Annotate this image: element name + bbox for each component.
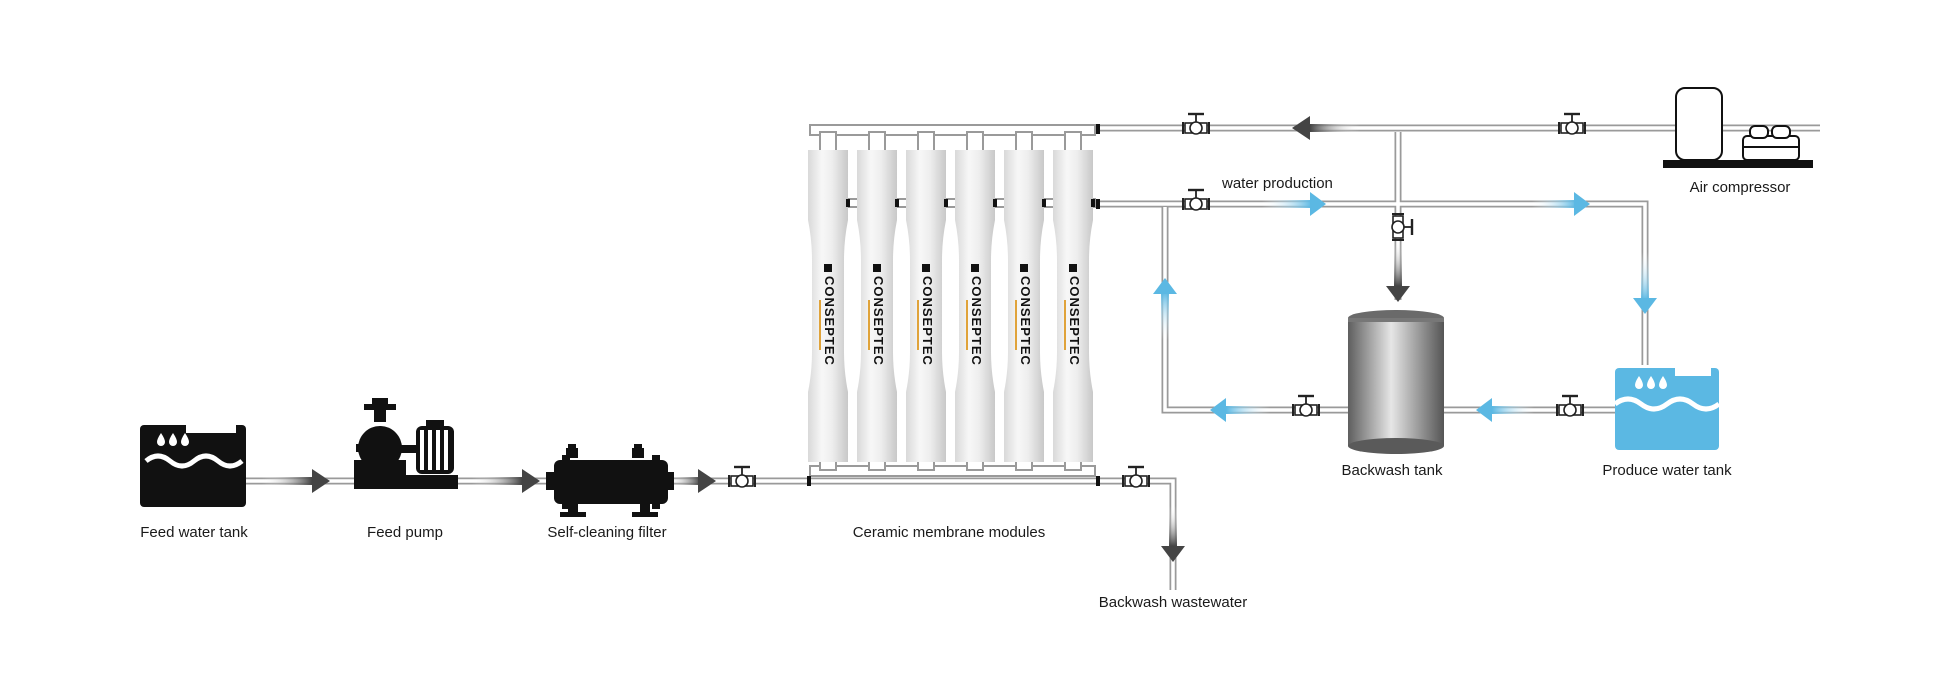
membrane-stripe xyxy=(966,300,968,350)
membrane-tube xyxy=(808,150,848,462)
arrow-bw-2 xyxy=(1210,398,1270,422)
membrane-permeate-port xyxy=(895,199,899,207)
membrane-tube xyxy=(1053,150,1093,462)
valve-production xyxy=(1181,188,1211,212)
membrane-brand-text: CONSEPTEC xyxy=(1067,276,1082,366)
arrow-feed-3 xyxy=(668,469,716,493)
membrane-brand-text: CONSEPTEC xyxy=(822,276,837,366)
membrane-permeate-port xyxy=(993,199,997,207)
air-compressor-icon xyxy=(1663,87,1813,168)
membrane-permeate-port xyxy=(944,199,948,207)
valve-backwash-2 xyxy=(1555,394,1585,418)
valve-feed xyxy=(727,465,757,489)
membrane-stripe xyxy=(819,300,821,350)
membrane-logo-mark xyxy=(824,264,832,272)
arrow-bw-up xyxy=(1153,278,1177,340)
self-cleaning-filter-icon xyxy=(546,444,674,517)
feed-water-tank-icon xyxy=(140,424,246,507)
label-feed-water-tank: Feed water tank xyxy=(140,524,248,541)
produce-water-tank-icon xyxy=(1613,367,1721,450)
membrane-module: CONSEPTEC xyxy=(1053,131,1095,471)
membrane-stripe xyxy=(868,300,870,350)
membrane-tube xyxy=(857,150,897,462)
membrane-tube xyxy=(906,150,946,462)
membrane-manifold xyxy=(809,124,1096,477)
arrow-feed-1 xyxy=(262,469,330,493)
membrane-top-connector xyxy=(966,131,984,153)
membrane-permeate-port xyxy=(1042,199,1046,207)
membrane-stripe xyxy=(1015,300,1017,350)
membrane-module: CONSEPTEC xyxy=(955,131,997,471)
membrane-brand-text: CONSEPTEC xyxy=(969,276,984,366)
pipe-caps xyxy=(807,124,1100,486)
membrane-top-connector xyxy=(917,131,935,153)
valve-wastewater xyxy=(1121,465,1151,489)
membrane-stripe xyxy=(917,300,919,350)
flow-arrows xyxy=(262,116,1657,562)
label-produce-water-tank: Produce water tank xyxy=(1602,462,1732,479)
valve-air-1 xyxy=(1181,112,1211,136)
membrane-brand-text: CONSEPTEC xyxy=(871,276,886,366)
membrane-brand-text: CONSEPTEC xyxy=(920,276,935,366)
membrane-logo-mark xyxy=(1069,264,1077,272)
arrow-feed-2 xyxy=(472,469,540,493)
membrane-logo-mark xyxy=(971,264,979,272)
membrane-top-connector xyxy=(868,131,886,153)
arrow-waste-down xyxy=(1161,506,1185,562)
membrane-tube xyxy=(955,150,995,462)
membrane-top-connector xyxy=(1015,131,1033,153)
membrane-module: CONSEPTEC xyxy=(906,131,948,471)
arrow-perm-1 xyxy=(1262,192,1326,216)
backwash-tank-icon xyxy=(1348,310,1444,454)
membrane-permeate-port xyxy=(1091,199,1095,207)
arrow-air-down xyxy=(1386,240,1410,302)
valve-air-vertical xyxy=(1390,212,1414,242)
membrane-module: CONSEPTEC xyxy=(1004,131,1046,471)
membrane-top-connector xyxy=(1064,131,1082,153)
arrow-air-left xyxy=(1292,116,1360,140)
feed-pump-icon xyxy=(354,398,458,489)
label-air-compressor: Air compressor xyxy=(1689,179,1791,196)
membrane-logo-mark xyxy=(922,264,930,272)
membrane-stripe xyxy=(1064,300,1066,350)
valve-backwash-1 xyxy=(1291,394,1321,418)
membrane-logo-mark xyxy=(1020,264,1028,272)
membrane-module: CONSEPTEC xyxy=(808,131,850,471)
arrow-bw-1 xyxy=(1476,398,1534,422)
valve-air-2 xyxy=(1557,112,1587,136)
membrane-logo-mark xyxy=(873,264,881,272)
membrane-permeate-port xyxy=(846,199,850,207)
arrow-perm-2 xyxy=(1532,192,1590,216)
membrane-brand-text: CONSEPTEC xyxy=(1018,276,1033,366)
label-feed-pump: Feed pump xyxy=(367,524,443,541)
arrow-perm-down xyxy=(1633,252,1657,314)
membrane-module: CONSEPTEC xyxy=(857,131,899,471)
membrane-tube xyxy=(1004,150,1044,462)
membrane-top-connector xyxy=(819,131,837,153)
label-backwash-wastewater: Backwash wastewater xyxy=(1098,594,1248,611)
label-self-cleaning-filter: Self-cleaning filter xyxy=(547,524,667,541)
membrane-modules: CONSEPTEC CONSEPTEC CONSEPTEC CONSEPTEC CONS… xyxy=(808,131,1095,471)
label-ceramic-membrane-modules: Ceramic membrane modules xyxy=(852,524,1046,541)
label-water-production: water production xyxy=(1222,175,1333,192)
label-backwash-tank: Backwash tank xyxy=(1341,462,1443,479)
